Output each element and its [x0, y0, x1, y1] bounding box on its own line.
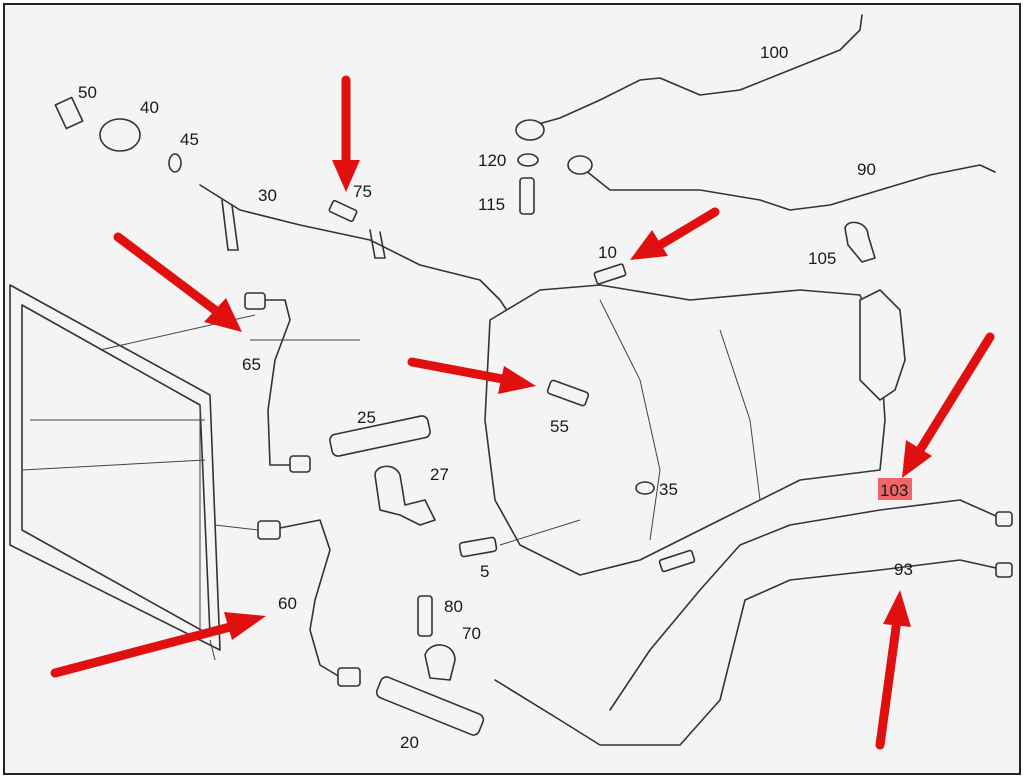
fitting-93-end	[995, 562, 1013, 578]
adapter-40	[99, 118, 141, 152]
bolt-55	[546, 379, 590, 407]
arrow-to-75	[332, 75, 360, 192]
label-45: 45	[180, 130, 199, 149]
label-55: 55	[550, 417, 569, 436]
label-30: 30	[258, 186, 277, 205]
housing-bolt	[658, 549, 696, 573]
clamp-105	[844, 221, 876, 263]
label-115: 115	[478, 195, 505, 214]
label-60: 60	[278, 594, 297, 613]
cooler-line-65	[259, 299, 301, 466]
label-120: 120	[478, 151, 506, 170]
label-80: 80	[444, 597, 463, 616]
line-30-clip	[369, 229, 386, 259]
label-27: 27	[430, 465, 449, 484]
seal-45	[168, 153, 182, 173]
line-90	[584, 164, 996, 211]
cooler-line-60	[269, 519, 346, 681]
label-93: 93	[894, 560, 913, 579]
arrow-to-93	[875, 590, 911, 750]
label-10: 10	[598, 243, 617, 262]
banjo-fitting-100	[515, 119, 545, 141]
arrow-to-103	[902, 332, 995, 478]
transmission-housing	[484, 284, 906, 576]
label-25: 25	[357, 408, 376, 427]
radiator	[9, 284, 221, 661]
label-70: 70	[462, 624, 481, 643]
connector-20	[375, 676, 485, 736]
fitting-65-top	[244, 292, 266, 310]
label-20: 20	[400, 733, 419, 752]
banjo-fitting-90	[567, 155, 593, 175]
label-50: 50	[78, 83, 97, 102]
label-35: 35	[659, 480, 678, 499]
clamp-70	[424, 644, 456, 681]
line-30-bracket	[221, 199, 239, 251]
plug-50	[54, 96, 84, 130]
bolt-80	[417, 595, 433, 637]
washer-35	[635, 481, 655, 495]
label-65: 65	[242, 355, 261, 374]
arrow-to-10	[630, 207, 720, 260]
arrow-to-65	[113, 232, 242, 332]
banjo-bolt-115	[519, 177, 535, 215]
bolt-10	[593, 263, 627, 285]
fitting-60-top	[257, 520, 281, 540]
label-100: 100	[760, 43, 788, 62]
label-75: 75	[353, 182, 372, 201]
bolt-75	[328, 199, 358, 223]
bolt-5	[458, 536, 498, 558]
label-40: 40	[140, 98, 159, 117]
label-103: 103	[880, 481, 908, 500]
line-103	[609, 499, 1006, 711]
connector-25	[329, 415, 431, 457]
highlight-103	[878, 478, 912, 500]
clamp-27	[374, 465, 436, 526]
seal-ring-120	[517, 153, 539, 167]
fitting-65-bottom	[289, 455, 311, 473]
label-5: 5	[480, 562, 489, 581]
fitting-60-bottom	[337, 667, 361, 687]
label-105: 105	[808, 249, 836, 268]
label-90: 90	[857, 160, 876, 179]
fitting-103-end	[995, 511, 1013, 527]
arrow-to-60	[50, 612, 266, 678]
line-100	[534, 14, 863, 126]
arrow-to-55	[407, 357, 536, 394]
line-93	[494, 559, 1006, 746]
